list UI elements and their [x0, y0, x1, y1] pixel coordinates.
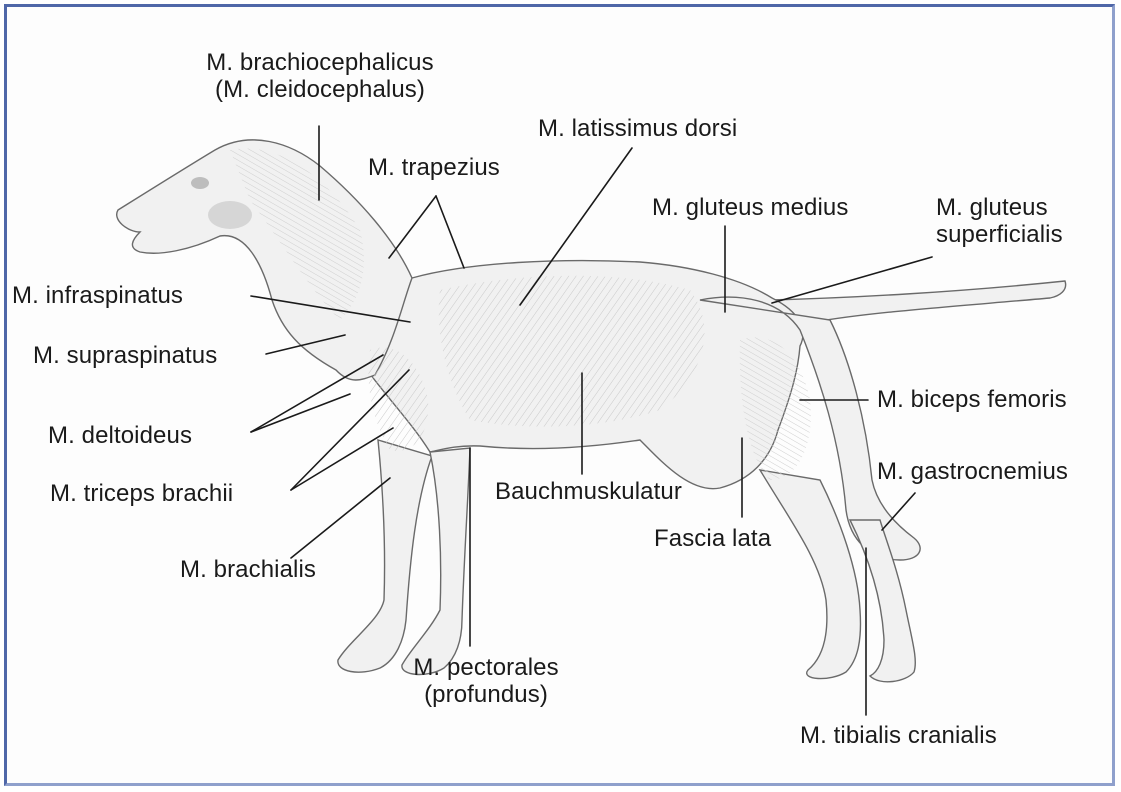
label-infraspinatus: M. infraspinatus: [12, 282, 183, 309]
label-pectorales-line2: (profundus): [396, 681, 576, 708]
label-triceps-brachii: M. triceps brachii: [50, 480, 233, 507]
label-deltoideus: M. deltoideus: [48, 422, 192, 449]
label-gluteus-medius: M. gluteus medius: [652, 194, 848, 221]
label-gluteus-superficialis: M. gluteus superficialis: [936, 194, 1063, 248]
label-bauchmuskulatur: Bauchmuskulatur: [495, 478, 682, 505]
label-supraspinatus: M. supraspinatus: [33, 342, 217, 369]
label-gluteus-superficialis-line1: M. gluteus: [936, 194, 1063, 221]
leader-deltoideus-a: [251, 355, 383, 432]
label-brachiocephalicus-line1: M. brachiocephalicus: [190, 49, 450, 76]
label-pectorales-line1: M. pectorales: [396, 654, 576, 681]
label-tibialis-cranialis: M. tibialis cranialis: [800, 722, 997, 749]
label-biceps-femoris: M. biceps femoris: [877, 386, 1067, 413]
label-pectorales: M. pectorales (profundus): [396, 654, 576, 708]
tail: [770, 281, 1066, 323]
leader-trapezius-a: [389, 196, 436, 258]
leader-deltoideus-b: [251, 394, 350, 432]
leader-trapezius-b: [436, 196, 464, 268]
label-latissimus-dorsi: M. latissimus dorsi: [538, 115, 737, 142]
label-gluteus-superficialis-line2: superficialis: [936, 221, 1063, 248]
label-brachiocephalicus-line2: (M. cleidocephalus): [190, 76, 450, 103]
label-brachialis: M. brachialis: [180, 556, 316, 583]
label-fascia-lata: Fascia lata: [654, 525, 771, 552]
label-trapezius: M. trapezius: [368, 154, 500, 181]
label-brachiocephalicus: M. brachiocephalicus (M. cleidocephalus): [190, 49, 450, 103]
foreleg-front: [338, 440, 432, 672]
leader-brachialis: [291, 478, 390, 558]
label-gastrocnemius: M. gastrocnemius: [877, 458, 1068, 485]
